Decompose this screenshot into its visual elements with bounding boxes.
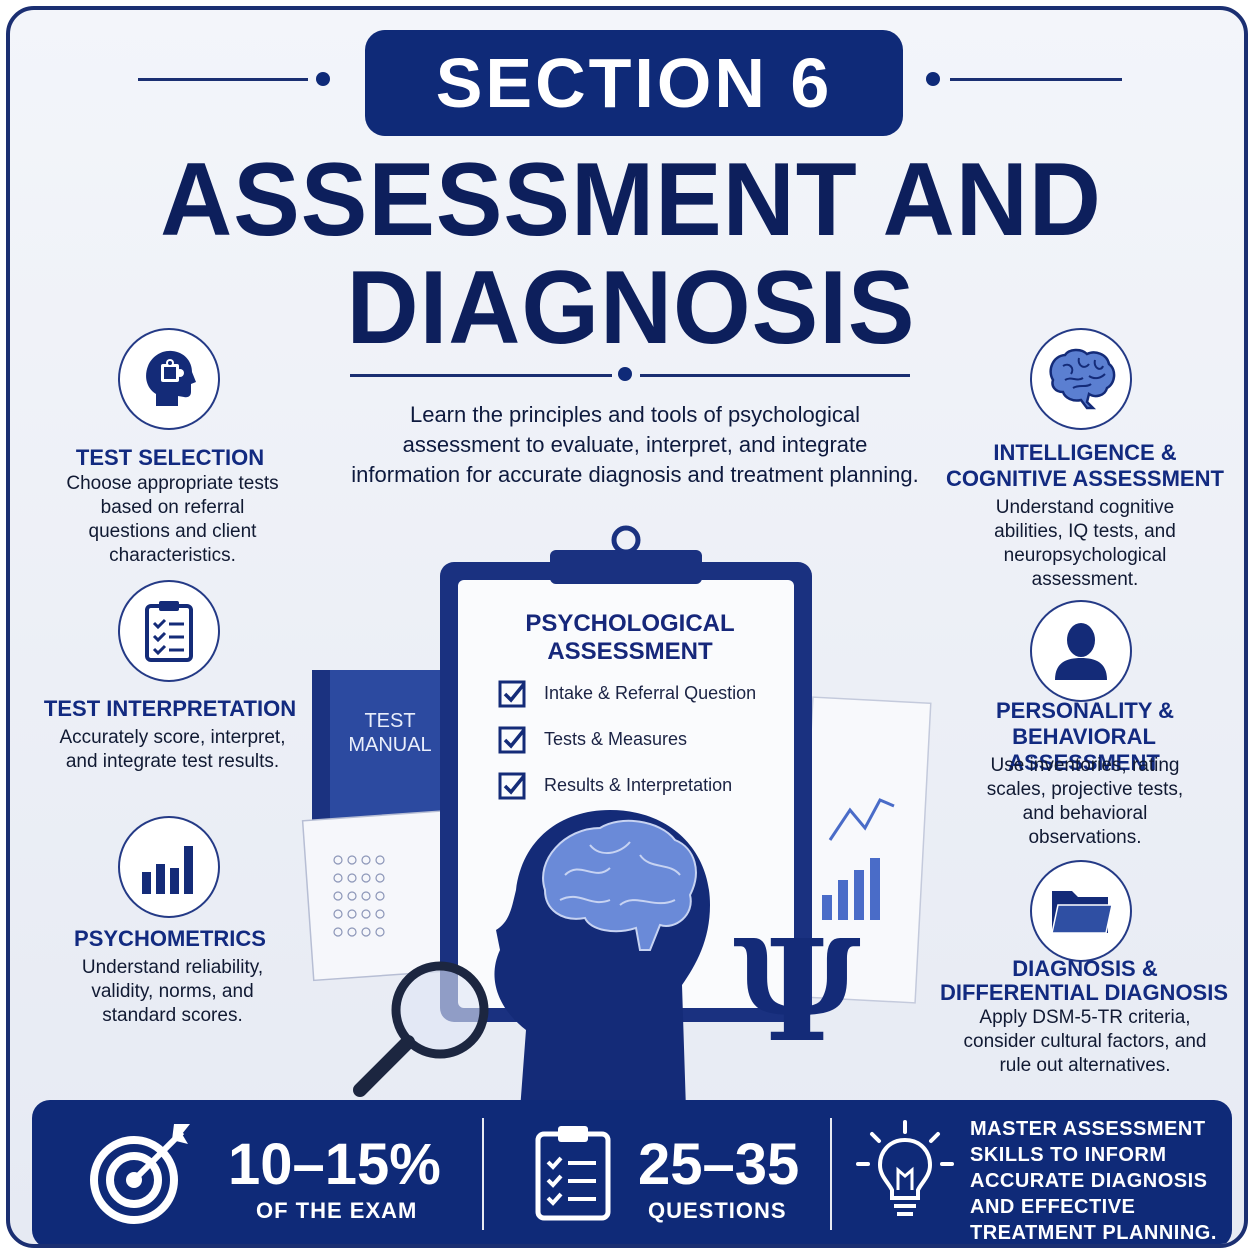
- test-selection-icon-circle: [118, 328, 220, 430]
- checklist-label: Tests & Measures: [544, 728, 688, 749]
- personality-desc: Use inventories, rating scales, projecti…: [986, 755, 1184, 848]
- personality-title-line1: PERSONALITY &: [995, 698, 1175, 723]
- report-chart-paper: [796, 696, 932, 1004]
- checklist-item-intake: Intake & Referral Question: [498, 678, 756, 708]
- test-selection-desc: Choose appropriate tests based on referr…: [66, 473, 279, 566]
- test-manual-label-line2: MANUAL: [348, 734, 432, 756]
- intelligence-icon-circle: [1030, 328, 1132, 430]
- head-puzzle-icon: [146, 350, 196, 406]
- brain-icon: [1049, 348, 1116, 410]
- psychometrics-title: PSYCHOMETRICS: [74, 926, 266, 951]
- clipboard-checklist-icon: [145, 601, 193, 662]
- test-selection-title: TEST SELECTION: [75, 445, 265, 470]
- checkbox-checked-icon: [498, 772, 526, 800]
- clipboard-title-line2: ASSESSMENT: [547, 638, 713, 665]
- personality-icon-circle: [1030, 600, 1132, 702]
- checklist-label: Intake & Referral Question: [544, 682, 757, 703]
- psychometrics-desc: Understand reliability, validity, norms,…: [81, 957, 264, 1026]
- magnifying-glass-icon: [353, 961, 489, 1097]
- page-title-line2: DIAGNOSIS: [346, 250, 916, 366]
- question-count-label: QUESTIONS: [648, 1198, 787, 1223]
- target-arrow-icon: [90, 1124, 190, 1224]
- test-manual-book: [312, 670, 452, 840]
- test-manual-label-line1: TEST: [364, 710, 416, 732]
- test-interpretation-desc: Accurately score, interpret, and integra…: [59, 727, 286, 772]
- test-interpretation-title: TEST INTERPRETATION: [43, 696, 297, 721]
- intelligence-title-line1: INTELLIGENCE &: [993, 440, 1177, 465]
- bar-divider-1: [482, 1118, 484, 1230]
- header-dot-right: [926, 72, 940, 86]
- page-title-line1: ASSESSMENT AND: [160, 142, 1102, 258]
- checklist-item-tests: Tests & Measures: [498, 724, 687, 754]
- psychometrics-icon-circle: [118, 816, 220, 918]
- diagnosis-desc: Apply DSM-5-TR criteria, consider cultur…: [963, 1007, 1207, 1076]
- psi-symbol: Ψ: [733, 910, 861, 1074]
- section-label: SECTION 6: [365, 30, 903, 136]
- intelligence-title-line2: COGNITIVE ASSESSMENT: [946, 466, 1224, 491]
- diagnosis-title-line2: DIFFERENTIAL DIAGNOSIS: [939, 980, 1229, 1005]
- checklist-label: Results & Interpretation: [544, 774, 733, 795]
- test-interpretation-icon-circle: [118, 580, 220, 682]
- title-rule-right: [640, 374, 910, 377]
- diagnosis-icon-circle: [1030, 860, 1132, 962]
- header-dot-left: [316, 72, 330, 86]
- header-rule-left: [138, 78, 308, 81]
- title-dot: [618, 367, 632, 381]
- head-brain-silhouette: [494, 810, 710, 1110]
- intelligence-desc: Understand cognitive abilities, IQ tests…: [994, 497, 1176, 590]
- header-rule-right: [950, 78, 1122, 81]
- bar-divider-2: [830, 1118, 832, 1230]
- infographic-frame: SECTION 6 ASSESSMENT AND DIAGNOSIS Learn…: [6, 6, 1248, 1248]
- folder-icon: [1051, 891, 1113, 934]
- bottom-stats-bar: 10–15% OF THE EXAM 25–35 QUESTIONS: [32, 1100, 1232, 1244]
- clipboard-title-line1: PSYCHOLOGICAL: [525, 610, 735, 637]
- person-icon: [1055, 623, 1107, 680]
- bar-chart-icon: [142, 846, 193, 894]
- checklist-item-results: Results & Interpretation: [498, 770, 732, 800]
- center-illustration: [301, 525, 932, 1110]
- title-rule-left: [350, 374, 612, 377]
- personality-title-line2: BEHAVIORAL ASSESSMENT: [1008, 724, 1160, 775]
- bottom-message: MASTER ASSESSMENT SKILLS TO INFORM ACCUR…: [970, 1118, 1217, 1244]
- checkbox-checked-icon: [498, 680, 526, 708]
- exam-percent-value: 10–15%: [228, 1132, 441, 1197]
- exam-percent-label: OF THE EXAM: [256, 1198, 418, 1223]
- answer-sheet: [301, 808, 475, 982]
- question-count-value: 25–35: [638, 1132, 800, 1197]
- clipboard-checklist-icon: [535, 1126, 611, 1221]
- lightbulb-icon: [856, 1120, 954, 1216]
- diagnosis-title-line1: DIAGNOSIS &: [1012, 956, 1158, 981]
- checkbox-checked-icon: [498, 726, 526, 754]
- intro-text: Learn the principles and tools of psycho…: [351, 402, 919, 487]
